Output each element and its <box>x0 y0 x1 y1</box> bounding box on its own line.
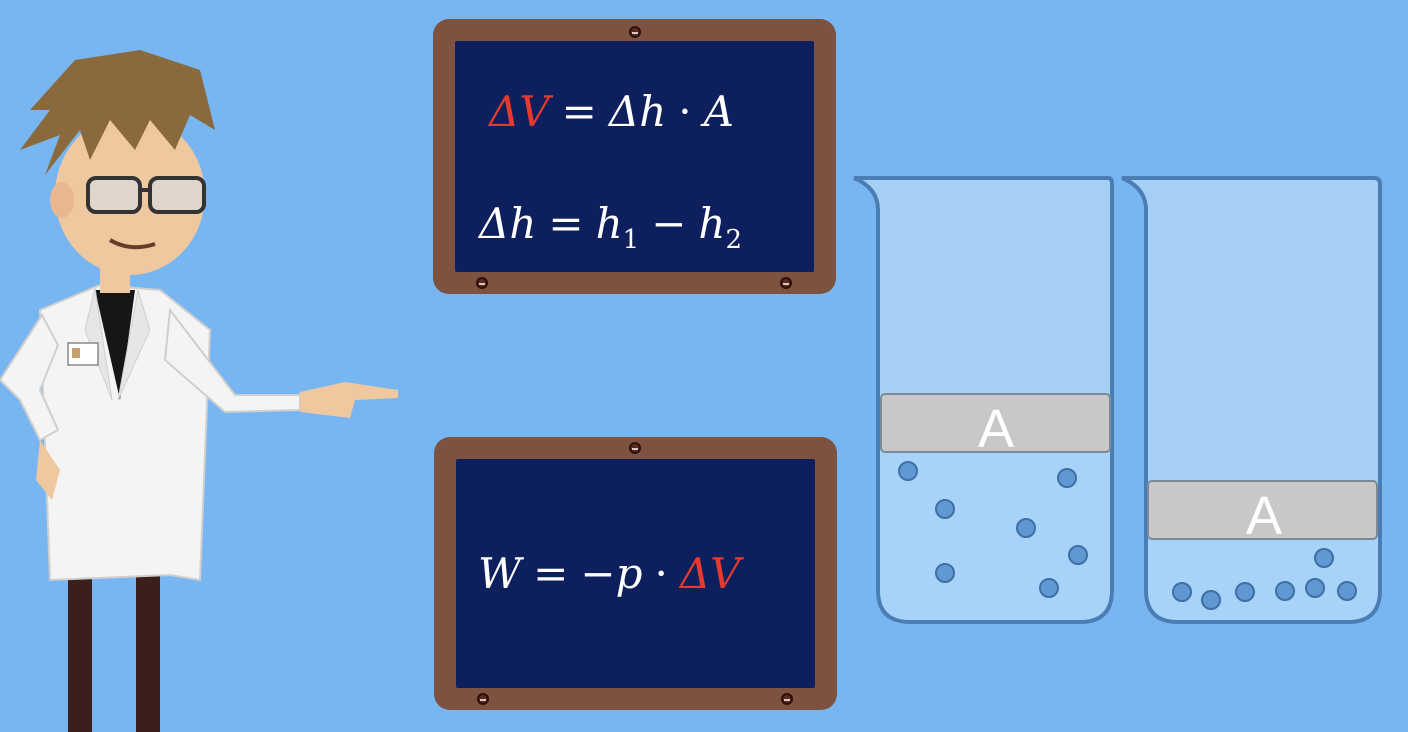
particle-icon <box>898 461 918 481</box>
formula-volume-change: ΔV=Δh·A <box>489 87 734 136</box>
minus-sign: − <box>651 199 687 248</box>
piston-label: A <box>1246 486 1282 546</box>
particle-icon <box>1172 582 1192 602</box>
equals-sign: = <box>548 199 584 248</box>
formula-height-h1: h <box>595 199 623 248</box>
multiply-dot: · <box>678 87 692 136</box>
particle-icon <box>935 499 955 519</box>
screw-icon <box>477 693 489 705</box>
formula-work-term2: ΔV <box>679 549 741 598</box>
formula-height-h1-subscript: 1 <box>622 225 640 255</box>
piston-icon: A <box>1147 480 1378 546</box>
screw-icon <box>629 442 641 454</box>
beaker-icon: A <box>1121 176 1382 624</box>
particle-icon <box>1305 578 1325 598</box>
scientist-character <box>0 50 398 732</box>
formula-height-lhs: Δh <box>479 199 537 248</box>
formula-height-change: Δh=h1−h2 <box>479 199 742 255</box>
formula-volume-term2: A <box>703 87 734 136</box>
particle-icon <box>935 563 955 583</box>
formula-volume-lhs: ΔV <box>489 87 550 136</box>
beaker-icon: A <box>853 176 1114 624</box>
screw-icon <box>781 693 793 705</box>
particle-icon <box>1039 578 1059 598</box>
multiply-dot: · <box>654 549 668 598</box>
screw-icon <box>476 277 488 289</box>
equals-sign: = <box>533 549 569 598</box>
chalkboard-bottom-surface <box>456 459 815 688</box>
particle-icon <box>1016 518 1036 538</box>
particle-icon <box>1068 545 1088 565</box>
particle-icon <box>1337 581 1357 601</box>
formula-volume-term1: Δh <box>608 87 667 136</box>
particle-icon <box>1314 548 1334 568</box>
particle-icon <box>1057 468 1077 488</box>
formula-height-h2-subscript: 2 <box>725 225 743 255</box>
formula-work: W=−p·ΔV <box>478 549 740 598</box>
chalkboard-top: ΔV=Δh·A Δh=h1−h2 <box>433 19 836 294</box>
formula-work-term1: −p <box>580 549 643 598</box>
equals-sign: = <box>561 87 597 136</box>
particle-icon <box>1275 581 1295 601</box>
chalkboard-bottom: W=−p·ΔV <box>434 437 837 710</box>
screw-icon <box>629 26 641 38</box>
piston-icon: A <box>880 393 1111 459</box>
beakers-illustration: A A <box>853 176 1382 624</box>
formula-height-h2: h <box>698 199 726 248</box>
chalkboard-top-surface <box>455 41 814 272</box>
particle-icon <box>1235 582 1255 602</box>
screw-icon <box>780 277 792 289</box>
formula-work-lhs: W <box>478 549 522 598</box>
particle-icon <box>1201 590 1221 610</box>
piston-label: A <box>978 399 1014 459</box>
